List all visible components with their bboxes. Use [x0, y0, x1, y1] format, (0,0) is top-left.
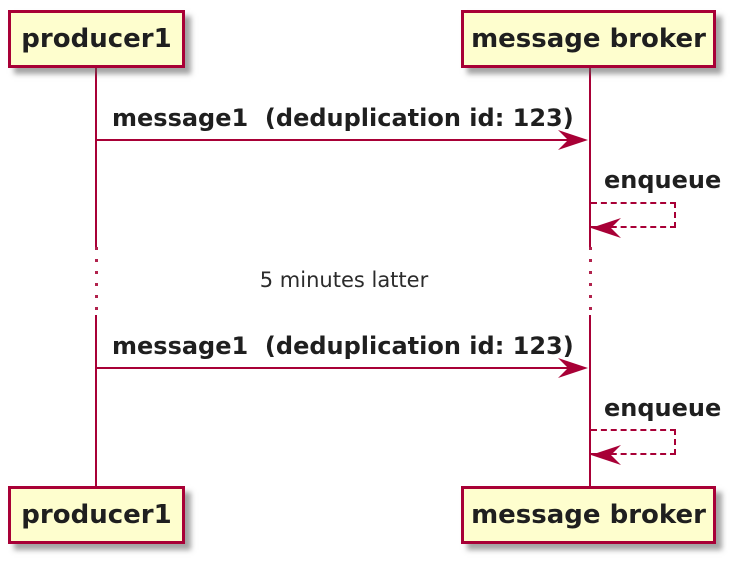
arrowhead-left-icon [591, 444, 623, 466]
self-message-2-label: enqueue [604, 394, 722, 422]
message-1-label: message1 (deduplication id: 123) [112, 104, 574, 132]
lifeline-producer1-upper [95, 68, 97, 247]
self-message-1-loop [591, 202, 676, 228]
participant-producer1-bottom: producer1 [8, 486, 185, 544]
participant-message-broker-top: message broker [461, 10, 716, 68]
arrowhead-right-icon [556, 129, 588, 151]
message-2-label: message1 (deduplication id: 123) [112, 332, 574, 360]
arrowhead-left-icon [591, 217, 623, 239]
message-1-arrow-line [96, 139, 570, 141]
lifeline-producer1-delay-dotted [95, 247, 98, 315]
message-2-arrow-line [96, 367, 570, 369]
self-message-2-loop [591, 429, 676, 455]
arrowhead-right-icon [556, 357, 588, 379]
self-message-1-label: enqueue [604, 166, 722, 194]
lifeline-producer1-lower [95, 315, 97, 486]
delay-divider-label: 5 minutes latter [259, 268, 429, 292]
lifeline-message-broker-upper [589, 68, 591, 247]
lifeline-message-broker-delay-dotted [589, 247, 592, 315]
lifeline-message-broker-lower [589, 315, 591, 486]
participant-message-broker-bottom: message broker [461, 486, 716, 544]
participant-producer1-top: producer1 [8, 10, 185, 68]
